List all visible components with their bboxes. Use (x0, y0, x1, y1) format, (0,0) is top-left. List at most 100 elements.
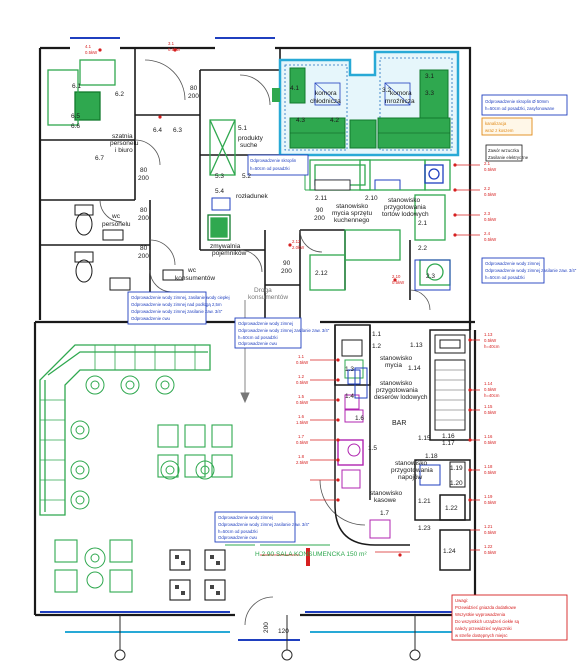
room-3-1: 3.1 (425, 73, 434, 80)
el-4-1a: 0.5kW (85, 50, 98, 55)
el-2-2a: 0.5kW (484, 192, 497, 197)
room-rozladunek: rozładunek (236, 193, 269, 200)
el-2-10a: 0.5kW (392, 280, 405, 285)
el-1-13: 1.13 (484, 332, 493, 337)
note-line-1: Przewidzieć gniazda dodatkowe (455, 605, 517, 610)
note-line-5: w strefie dostępnych miejsc (455, 633, 508, 638)
stanowisko-deserow-2: przygotowania (376, 387, 418, 394)
el-1-8a: 2.5kW (296, 460, 309, 465)
wc-personelu-1: wc (111, 213, 121, 220)
room-5-2: 5.2 (242, 173, 251, 180)
door-120: 120 (278, 628, 289, 635)
room-4-1: 4.1 (290, 85, 299, 92)
el-1-15: 1.15 (484, 404, 493, 409)
el-1-21a: 0.5kW (484, 530, 497, 535)
room-1-20: 1.20 (450, 480, 463, 487)
wc-konsumentow-1: wc (187, 267, 197, 274)
bar-equipment (337, 334, 466, 539)
zasilanie-label: Zasilanie elektryczne (488, 155, 529, 160)
door-200-c: 200 (138, 215, 149, 222)
callout-mid-1: Odprowadzenie wody zimnej (238, 321, 293, 326)
el-1-1a: 0.5kW (296, 360, 309, 365)
callout-mid-3: h=50cm od posadzki (238, 335, 278, 340)
room-5-1: 5.1 (238, 125, 247, 132)
callout-right-5: h=50cm od posadzki (485, 275, 525, 280)
el-1-22a: 0.5kW (484, 550, 497, 555)
zawor-texts: Zawór wrzuczka Zasilanie elektryczne (488, 148, 529, 160)
el-1-13b: h=40cm (484, 344, 500, 349)
stanowisko-kasowe-1: stanowisko (370, 490, 403, 497)
room-3-3: 3.3 (425, 90, 434, 97)
room-1-16: 1.16 (442, 433, 455, 440)
callout-bot-4: Odprowadzenie cwu (218, 535, 258, 540)
el-2-4: 2.4 (484, 231, 491, 236)
el-2-12: 2.12 (292, 239, 301, 244)
room-2-2: 2.2 (418, 245, 427, 252)
el-1-14a: 0.5kW (484, 387, 497, 392)
room-6-1: 6.1 (72, 83, 81, 90)
room-zmywalnia: zmywalnia (210, 243, 241, 250)
room-1-1: 1.1 (372, 331, 381, 338)
callout-bot-2: Odprowadzenie wody zimnej zasilanie zaw.… (218, 522, 310, 527)
electrical-labels: 1.1 0.5kW 1.2 0.5kW 1.5 0.5kW 1.6 1.5kW … (85, 41, 500, 555)
note-box (451, 594, 568, 641)
room-4-2: 4.2 (330, 117, 339, 124)
sala-konsumencka-label: H 2.90 SALA KONSUMENCKA 150 m² (255, 551, 367, 558)
room-2-11: 2.11 (315, 195, 328, 202)
kanaliza-1: kanalizacja (485, 121, 507, 126)
el-2-4a: 0.5kW (484, 237, 497, 242)
door-200-d: 200 (138, 253, 149, 260)
room-1-17: 1.17 (442, 440, 455, 447)
el-1-19: 1.19 (484, 494, 493, 499)
stanowisko-napojow-3: napojów (398, 474, 423, 481)
callout-right-1: Odprowadzenie skroplin Ø 50mm (485, 99, 549, 104)
callout-left-4: Odprowadzenie cwu (131, 316, 171, 321)
door-80-a: 80 (190, 85, 198, 92)
room-6-3: 6.3 (173, 127, 182, 134)
room-1-3: 1.3 (345, 366, 354, 373)
room-1-5: 1.5 (368, 445, 377, 452)
room-1-22: 1.22 (445, 505, 458, 512)
stanowisko-deserow-1: stanowisko (380, 380, 413, 387)
el-2-1: 2.1 (484, 161, 491, 166)
el-1-16: 1.16 (484, 434, 493, 439)
round-tables (70, 375, 215, 589)
door-80-c: 80 (140, 207, 148, 214)
room-1-23: 1.23 (418, 525, 431, 532)
callout-left-2: Odprowadzenie wody zimnej nad podłogą 2,… (131, 302, 222, 307)
el-2-12a: 2.0kW (292, 245, 305, 250)
stanowisko-deserow-3: deserów lodowych (374, 394, 428, 401)
wc-personelu-2: personelu (102, 221, 131, 228)
el-1-14: 1.14 (484, 381, 493, 386)
mycia-sprzetu-1: stanowisko (336, 203, 369, 210)
orange-callout-texts: kanalizacja wraz z koszem (485, 121, 514, 133)
note-line-2: Wszystkie wyprowadzenia (455, 612, 506, 617)
tortow-1: stanowisko (388, 197, 421, 204)
room-6-5: 6.5 (71, 113, 80, 120)
shelving (435, 369, 465, 421)
sofa-bench (39, 344, 211, 516)
el-1-16a: 0.5kW (484, 440, 497, 445)
el-1-6: 1.6 (298, 414, 305, 419)
el-1-7: 1.7 (298, 434, 305, 439)
room-komora2: komora (390, 90, 412, 97)
sofa-cushions (40, 345, 196, 501)
windows (40, 37, 470, 641)
door-80-b: 80 (140, 167, 148, 174)
room-5-4: 5.4 (215, 188, 224, 195)
tortow-3: tortów lodowych (382, 211, 429, 218)
el-1-1: 1.1 (298, 354, 305, 359)
room-1-2: 1.2 (372, 343, 381, 350)
zawor-label: Zawór wrzuczka (488, 148, 520, 153)
stanowisko-kasowe-2: kasowe (374, 497, 396, 504)
door-200-b: 200 (138, 175, 149, 182)
kanaliza-2: wraz z koszem (485, 128, 514, 133)
consumer-route (240, 300, 250, 404)
table-patterns (175, 555, 220, 595)
equipment-top-left (47, 59, 451, 291)
room-6-7: 6.7 (95, 155, 104, 162)
room-2-1: 2.1 (418, 220, 427, 227)
room-1-18: 1.18 (425, 453, 438, 460)
room-i-biuro: i biuro (115, 147, 133, 154)
